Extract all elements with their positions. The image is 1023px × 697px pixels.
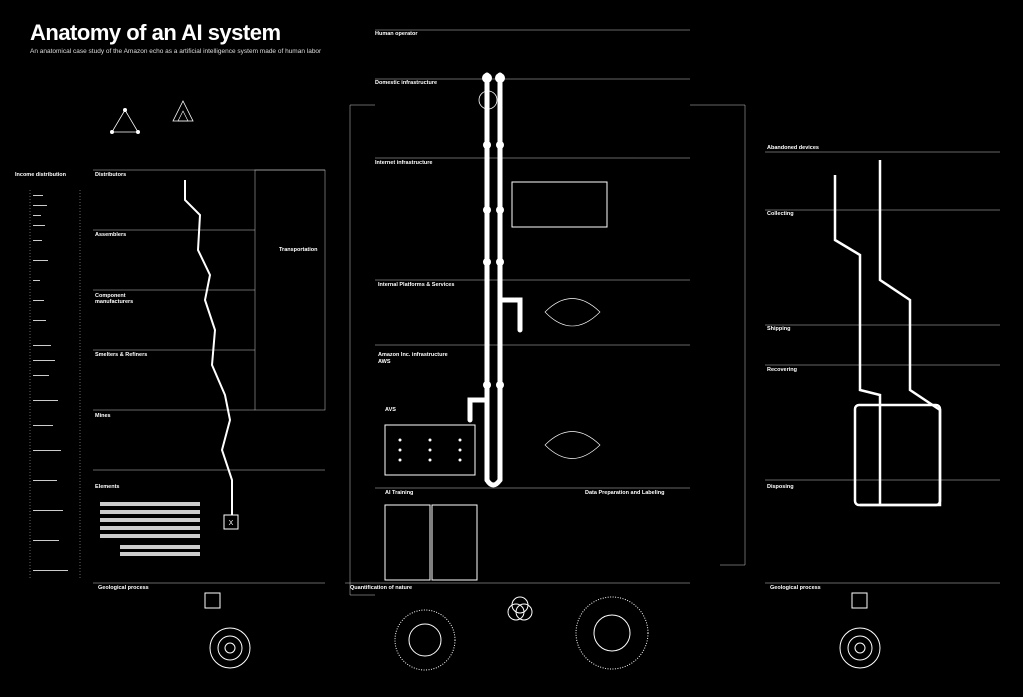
section-amazon-infra: Amazon Inc. infrastructure — [378, 352, 448, 358]
section-data-prep: Data Preparation and Labeling — [585, 490, 665, 496]
section-avs: AVS — [385, 407, 396, 413]
page-subtitle: An anatomical case study of the Amazon e… — [30, 48, 322, 55]
section-ai-training: AI Training — [385, 490, 414, 496]
svg-text:X: X — [229, 520, 234, 527]
section-aws: AWS — [378, 359, 391, 365]
section-component: Component manufacturers — [95, 293, 134, 305]
section-internet-infrastructure: Internet infrastructure — [375, 160, 433, 166]
section-smelters: Smelters & Refiners — [95, 352, 148, 358]
section-geological-right: Geological process — [770, 585, 821, 591]
section-transportation: Transportation — [279, 247, 318, 253]
section-disposing: Disposing — [767, 484, 794, 490]
section-abandoned: Abandoned devices — [767, 145, 819, 151]
section-domestic-infrastructure: Domestic infrastructure — [375, 80, 438, 86]
section-assemblers: Assemblers — [95, 232, 127, 238]
section-internal-platforms: Internal Platforms & Services — [378, 282, 455, 288]
section-geological-left: Geological process — [98, 585, 149, 591]
section-distributors: Distributors — [95, 172, 127, 178]
section-mines: Mines — [95, 413, 111, 419]
section-recovering: Recovering — [767, 367, 797, 373]
section-elements: Elements — [95, 484, 120, 490]
page-title: Anatomy of an AI system — [30, 20, 281, 45]
section-human-operator: Human operator — [375, 31, 418, 37]
section-income: Income distribution — [15, 172, 67, 178]
section-shipping: Shipping — [767, 326, 791, 332]
section-collecting: Collecting — [767, 211, 794, 217]
section-quantification: Quantification of nature — [350, 585, 413, 591]
